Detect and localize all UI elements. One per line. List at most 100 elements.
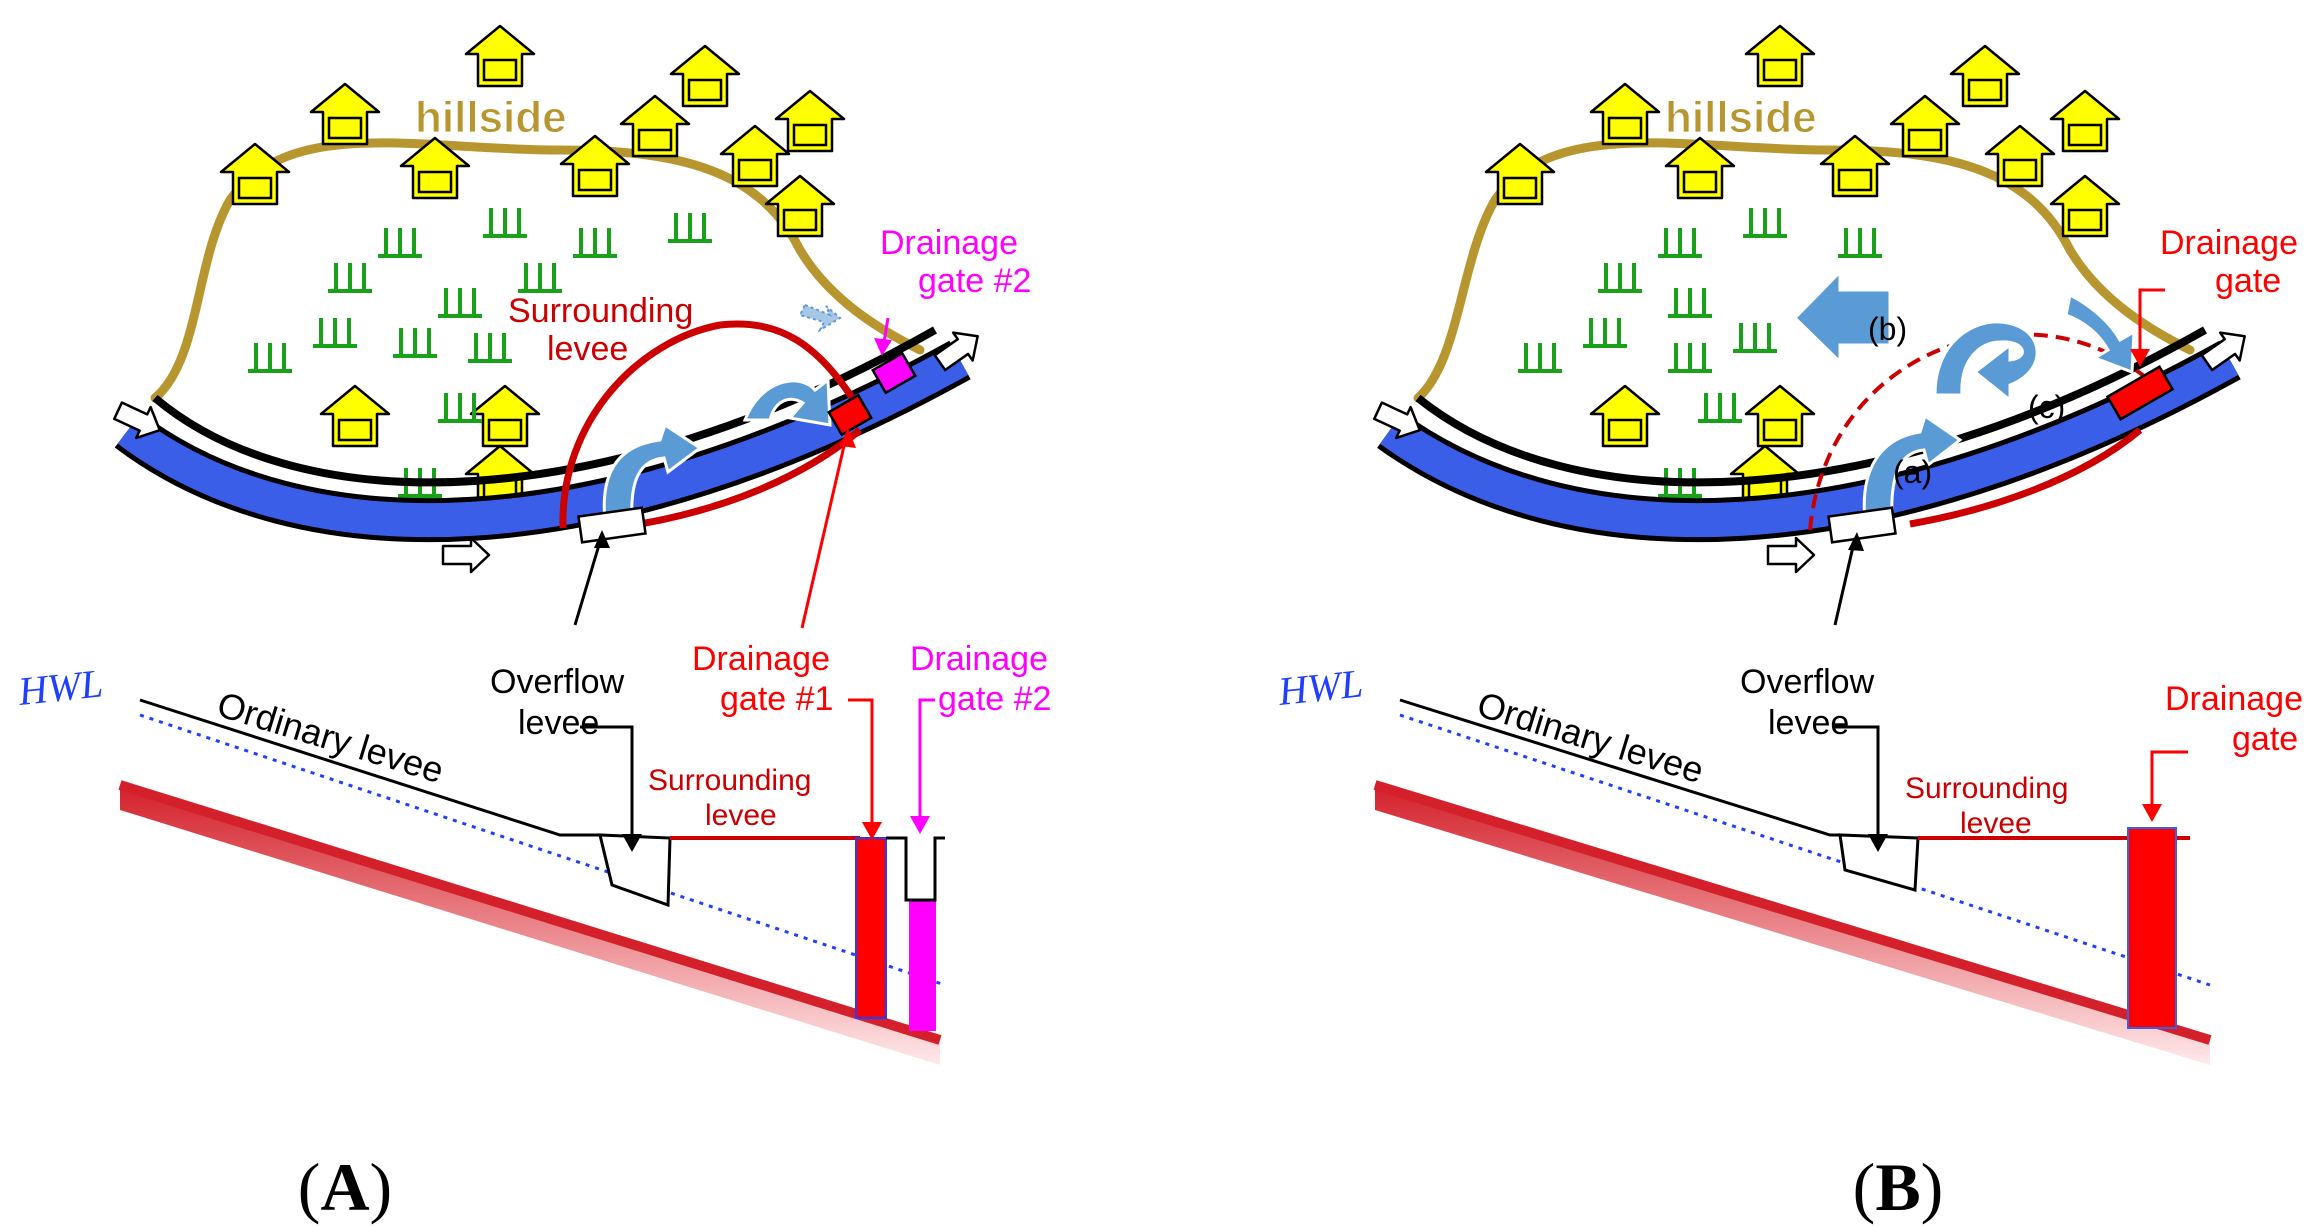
gate1-profile-pointer xyxy=(848,698,874,828)
field-icon xyxy=(1731,321,1779,353)
house-icon xyxy=(2049,89,2121,153)
field-icon xyxy=(326,261,374,293)
flow-label-c: (c) xyxy=(2028,389,2065,425)
field-icon xyxy=(1596,261,1644,293)
gate2-profile-pointer xyxy=(918,698,935,822)
field-icon xyxy=(1666,286,1714,318)
gate-top-label-2: gate xyxy=(2215,262,2281,300)
gate2-profile-head xyxy=(910,816,930,834)
ground-slope xyxy=(1375,785,2210,1065)
field-icon xyxy=(436,391,484,423)
overflow-profile-pointer xyxy=(1835,725,1880,840)
flow-label-a: (a) xyxy=(1893,454,1932,490)
field-icon xyxy=(1741,206,1789,238)
gate2-frame xyxy=(886,836,945,902)
overflow-profile-head xyxy=(622,834,642,852)
field-icon xyxy=(391,326,439,358)
overflow-notch xyxy=(598,833,672,908)
hwl-line xyxy=(139,713,946,987)
field-icon xyxy=(481,206,529,238)
gate1-label-1: Drainage xyxy=(692,640,830,678)
return-flow-arrow xyxy=(742,377,832,427)
dashed-flow-arrow xyxy=(798,303,842,333)
ordinary-levee-label: Ordinary levee xyxy=(213,683,449,791)
gate-profile-head xyxy=(2142,804,2162,822)
hillside-label: hillside xyxy=(415,93,567,142)
overflow-levee-label-1: Overflow xyxy=(490,663,625,701)
overflow-notch xyxy=(1838,833,1920,892)
hillside-boundary xyxy=(1413,138,2195,403)
field-icon xyxy=(516,261,564,293)
panel-a: hillside Surrounding levee Drainage gate… xyxy=(15,24,1051,1225)
overflow-levee-box xyxy=(577,506,647,544)
field-icon xyxy=(376,226,424,258)
rice-fields xyxy=(1516,206,1884,498)
house-icon xyxy=(1589,82,1661,146)
ordinary-levee-line xyxy=(1399,698,1840,837)
overflow-pointer-head xyxy=(1848,532,1864,551)
gate2-pointer-head xyxy=(874,338,892,356)
house-icon xyxy=(309,82,381,146)
flow-arrow-b-left xyxy=(1792,268,1892,366)
gate-label-1: Drainage xyxy=(2165,680,2303,718)
gate-top-pointer xyxy=(2138,288,2165,355)
house-icon xyxy=(1889,94,1961,158)
overflow-levee-label-2: levee xyxy=(1768,704,1849,742)
field-icon xyxy=(1696,391,1744,423)
field-icon xyxy=(571,226,619,258)
gate1-pointer xyxy=(800,432,849,629)
field-icon xyxy=(1516,341,1564,373)
house-icon xyxy=(774,89,846,153)
caption-a: (A) xyxy=(298,1149,392,1225)
flow-arrow-c xyxy=(2064,292,2136,375)
ground-top-line xyxy=(118,780,942,1045)
surrounding-levee-label-2: levee xyxy=(705,799,777,832)
hillside-label: hillside xyxy=(1665,93,1817,142)
ground-top-line xyxy=(1373,780,2212,1045)
gate-label-2: gate xyxy=(2232,720,2298,758)
surrounding-levee-river xyxy=(1909,427,2143,528)
ordinary-levee-label: Ordinary levee xyxy=(1473,683,1709,791)
gate2-label-1: Drainage xyxy=(910,640,1048,678)
gate-profile-pointer xyxy=(2150,750,2188,810)
gate1-pointer-head xyxy=(840,428,856,448)
surrounding-levee-label-1: Surrounding xyxy=(648,764,811,797)
overflow-pointer xyxy=(1833,537,1857,626)
surrounding-levee-label-2: levee xyxy=(1960,807,2032,840)
field-icon xyxy=(436,286,484,318)
house-icon xyxy=(619,94,691,158)
overflow-profile-head xyxy=(1868,834,1888,852)
field-icon xyxy=(666,211,714,243)
gate-column xyxy=(2127,827,2177,1029)
field-icon xyxy=(1836,226,1884,258)
gate2-column xyxy=(909,899,936,1031)
field-icon xyxy=(1656,226,1704,258)
hwl-label: HWL xyxy=(15,660,105,714)
flow-label-b: (b) xyxy=(1868,311,1907,347)
overflow-pointer xyxy=(573,534,604,626)
house-icon xyxy=(1819,134,1891,198)
surrounding-levee-arc xyxy=(559,320,863,529)
overflow-profile-pointer xyxy=(580,725,634,840)
drainage-gate-box xyxy=(2105,365,2175,421)
field-icon xyxy=(1581,316,1629,348)
gate1-column xyxy=(855,837,887,1019)
surrounding-levee-label-1: Surrounding xyxy=(1905,772,2068,805)
surrounding-levee-river xyxy=(639,427,863,528)
caption-b: (B) xyxy=(1853,1149,1944,1225)
gate1-profile-head xyxy=(862,822,882,840)
gate-top-pointer-head xyxy=(2130,349,2150,367)
river-flow-arrow xyxy=(1766,536,1816,574)
flow-arrow-a xyxy=(1862,413,1963,522)
hwl-label: HWL xyxy=(1275,660,1365,714)
house-icon xyxy=(1744,24,1816,88)
gate2-label-2: gate #2 xyxy=(938,680,1051,718)
river xyxy=(1377,326,2241,543)
house-icon xyxy=(1589,384,1661,448)
overflow-flow-arrow xyxy=(602,422,703,522)
field-icon xyxy=(1666,341,1714,373)
flow-arrow-b-uturn xyxy=(1933,320,2039,404)
gate1-label-2: gate #1 xyxy=(720,680,833,718)
gate2-top-label-2: gate #2 xyxy=(918,262,1031,300)
